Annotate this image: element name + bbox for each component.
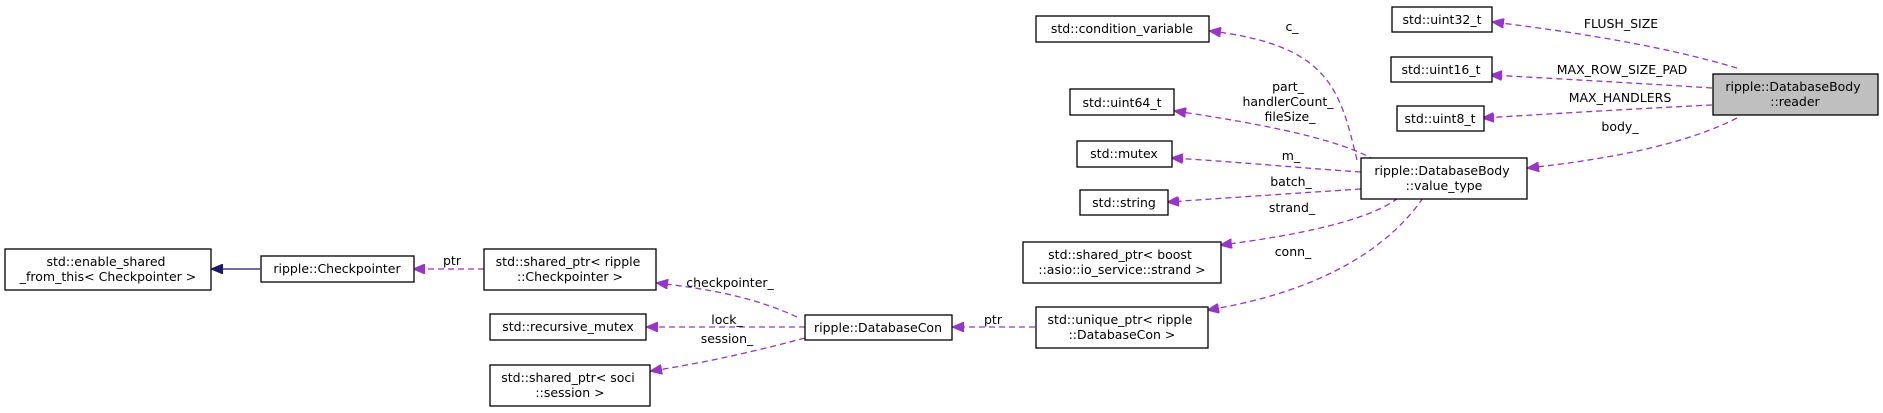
edge-m bbox=[1172, 158, 1362, 173]
nodes: ripple::DatabaseBody ::reader std::uint3… bbox=[4, 6, 1879, 407]
edge-conn bbox=[1208, 197, 1424, 310]
edge-body bbox=[1528, 117, 1738, 168]
edge-label-max-handlers: MAX_HANDLERS bbox=[1569, 90, 1672, 105]
edge-label-lock: lock_ bbox=[711, 312, 743, 327]
edge-label-part: part_ handlerCount_ fileSize_ bbox=[1242, 79, 1337, 124]
node-databasebody-value-type[interactable]: ripple::DatabaseBody ::value_type bbox=[1360, 157, 1528, 200]
edge-labels: FLUSH_SIZE MAX_ROW_SIZE_PAD MAX_HANDLERS… bbox=[443, 16, 1687, 346]
edge-flush-size bbox=[1493, 22, 1738, 69]
edge-max-row-size-pad bbox=[1491, 75, 1713, 89]
node-shared-ptr-strand[interactable]: std::shared_ptr< boost ::asio::io_servic… bbox=[1022, 241, 1222, 284]
edge-label-c: c_ bbox=[1285, 19, 1299, 34]
svg-text:std::mutex: std::mutex bbox=[1090, 146, 1158, 161]
svg-text:std::uint64_t: std::uint64_t bbox=[1082, 95, 1161, 110]
edge-label-batch: batch_ bbox=[1270, 174, 1312, 189]
svg-text:std::unique_ptr< ripple: std::unique_ptr< ripple ::DatabaseCon > bbox=[1048, 312, 1197, 342]
node-unique-ptr-databasecon[interactable]: std::unique_ptr< ripple ::DatabaseCon > bbox=[1035, 306, 1209, 349]
edge-label-session: session_ bbox=[701, 331, 754, 346]
node-std-condition-variable[interactable]: std::condition_variable bbox=[1035, 15, 1210, 43]
edge-c bbox=[1210, 31, 1358, 161]
edge-label-checkpointer: checkpointer_ bbox=[686, 275, 774, 290]
svg-text:std::shared_ptr< soci: std::shared_ptr< soci ::session > bbox=[501, 370, 639, 400]
edge-session bbox=[651, 337, 806, 371]
svg-text:std::recursive_mutex: std::recursive_mutex bbox=[502, 319, 633, 334]
edge-max-handlers bbox=[1483, 104, 1713, 118]
node-std-uint8-t[interactable]: std::uint8_t bbox=[1396, 105, 1485, 132]
svg-text:std::shared_ptr< boost: std::shared_ptr< boost ::asio::io_servic… bbox=[1038, 247, 1205, 277]
node-std-uint16-t[interactable]: std::uint16_t bbox=[1390, 56, 1493, 83]
node-ripple-checkpointer[interactable]: ripple::Checkpointer bbox=[260, 255, 415, 283]
node-enable-shared-from-this[interactable]: std::enable_shared _from_this< Checkpoin… bbox=[4, 248, 212, 291]
edge-part bbox=[1175, 111, 1376, 161]
edges bbox=[212, 22, 1738, 371]
edge-label-body: body_ bbox=[1601, 119, 1639, 134]
edge-label-ptr-cp: ptr bbox=[443, 253, 462, 268]
edge-label-m: m_ bbox=[1282, 148, 1301, 163]
node-std-uint64-t[interactable]: std::uint64_t bbox=[1069, 88, 1175, 116]
edge-label-conn: conn_ bbox=[1275, 244, 1312, 259]
node-databasebody-reader[interactable]: ripple::DatabaseBody ::reader bbox=[1712, 73, 1879, 116]
node-shared-ptr-soci-session[interactable]: std::shared_ptr< soci ::session > bbox=[489, 364, 651, 407]
edge-label-max-row-size-pad: MAX_ROW_SIZE_PAD bbox=[1557, 62, 1688, 77]
node-std-mutex[interactable]: std::mutex bbox=[1076, 140, 1173, 168]
svg-text:std::shared_ptr< ripple: std::shared_ptr< ripple ::Checkpointer > bbox=[496, 254, 645, 284]
node-std-recursive-mutex[interactable]: std::recursive_mutex bbox=[489, 313, 647, 341]
svg-text:ripple::Checkpointer: ripple::Checkpointer bbox=[273, 261, 401, 276]
svg-text:std::uint8_t: std::uint8_t bbox=[1404, 111, 1475, 126]
svg-text:std::enable_shared _fr: std::enable_shared _from_this< Checkpoin… bbox=[19, 254, 196, 284]
edge-strand bbox=[1221, 197, 1399, 245]
edge-label-strand: strand_ bbox=[1269, 200, 1316, 215]
edge-label-flush-size: FLUSH_SIZE bbox=[1584, 16, 1658, 31]
edge-checkpointer bbox=[657, 283, 798, 318]
node-std-uint32-t[interactable]: std::uint32_t bbox=[1391, 6, 1493, 33]
edge-label-ptr-dbcon: ptr bbox=[984, 312, 1003, 327]
svg-text:ripple::DatabaseCon: ripple::DatabaseCon bbox=[814, 320, 942, 335]
svg-text:ripple::DatabaseBody :: ripple::DatabaseBody ::reader bbox=[1725, 79, 1864, 109]
node-shared-ptr-checkpointer[interactable]: std::shared_ptr< ripple ::Checkpointer > bbox=[483, 248, 657, 291]
svg-text:std::uint32_t: std::uint32_t bbox=[1402, 12, 1481, 27]
svg-text:std::condition_variable: std::condition_variable bbox=[1051, 21, 1194, 36]
svg-text:ripple::DatabaseBody :: ripple::DatabaseBody ::value_type bbox=[1374, 163, 1513, 193]
node-std-string[interactable]: std::string bbox=[1079, 189, 1169, 216]
svg-text:std::uint16_t: std::uint16_t bbox=[1401, 62, 1480, 77]
svg-text:std::string: std::string bbox=[1092, 195, 1156, 210]
node-ripple-databasecon[interactable]: ripple::DatabaseCon bbox=[804, 314, 953, 341]
edge-batch bbox=[1168, 188, 1362, 202]
